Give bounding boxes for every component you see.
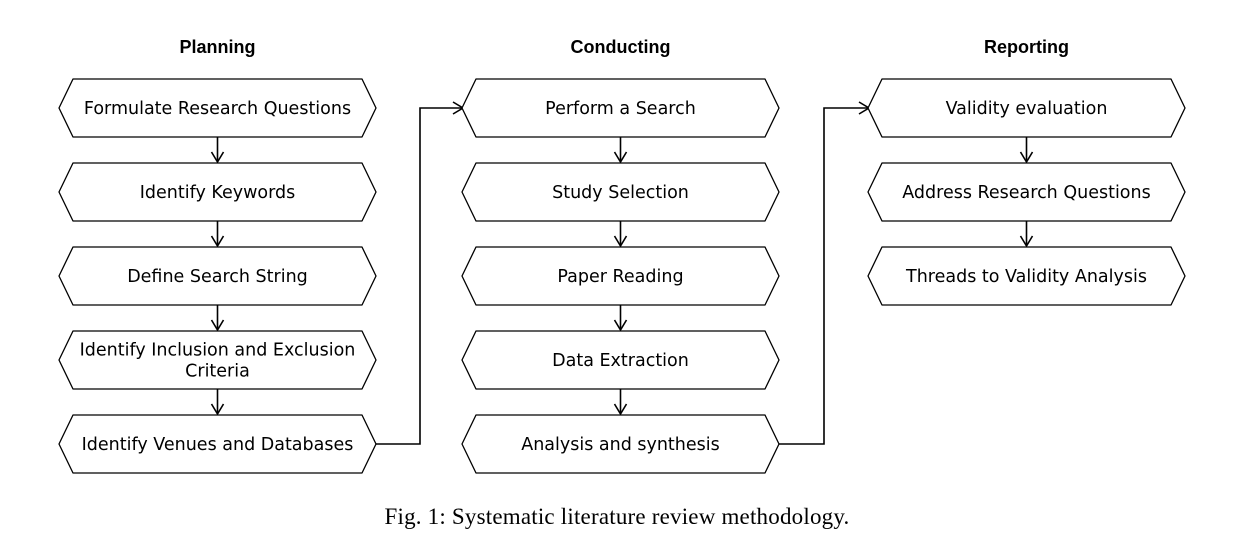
step-label: Address Research Questions <box>902 183 1150 203</box>
step-box <box>58 162 377 222</box>
step-label: Paper Reading <box>557 267 683 287</box>
phase-transition-arrow <box>376 101 465 445</box>
step-box <box>867 78 1186 138</box>
step-label: Data Extraction <box>552 351 689 371</box>
step-label: Threads to Validity Analysis <box>905 267 1147 287</box>
figure-caption: Fig. 1: Systematic literature review met… <box>384 504 850 529</box>
step-box <box>867 162 1186 222</box>
step-box <box>461 162 780 222</box>
process-step: Address Research Questions <box>867 162 1186 222</box>
step-box <box>58 246 377 306</box>
phase-transition-arrow <box>779 101 871 445</box>
process-step: Identify Venues and Databases <box>58 414 377 474</box>
step-label: Formulate Research Questions <box>84 99 351 119</box>
process-step: Identify Keywords <box>58 162 377 222</box>
process-step: Define Search String <box>58 246 377 306</box>
step-label: Identify Inclusion and Exclusion <box>80 341 356 361</box>
column-title-reporting: Reporting <box>984 37 1069 57</box>
step-label: Validity evaluation <box>946 99 1108 119</box>
step-label: Perform a Search <box>545 99 696 119</box>
process-step: Data Extraction <box>461 330 780 390</box>
step-box <box>461 330 780 390</box>
step-box <box>461 414 780 474</box>
process-step: Paper Reading <box>461 246 780 306</box>
step-label: Analysis and synthesis <box>521 435 720 455</box>
step-box <box>58 78 377 138</box>
step-box <box>461 246 780 306</box>
process-step: Validity evaluation <box>867 78 1186 138</box>
step-label: Study Selection <box>552 183 689 203</box>
column-title-planning: Planning <box>180 37 256 57</box>
step-label: Identify Keywords <box>140 183 295 203</box>
step-box <box>58 330 377 390</box>
step-box <box>867 246 1186 306</box>
process-step: Threads to Validity Analysis <box>867 246 1186 306</box>
process-step: Perform a Search <box>461 78 780 138</box>
process-step: Study Selection <box>461 162 780 222</box>
step-label: Define Search String <box>127 267 308 287</box>
process-step: Analysis and synthesis <box>461 414 780 474</box>
process-step: Formulate Research Questions <box>58 78 377 138</box>
step-box <box>58 414 377 474</box>
step-label: Criteria <box>185 362 250 382</box>
step-label: Identify Venues and Databases <box>82 435 354 455</box>
column-title-conducting: Conducting <box>571 37 671 57</box>
step-box <box>461 78 780 138</box>
